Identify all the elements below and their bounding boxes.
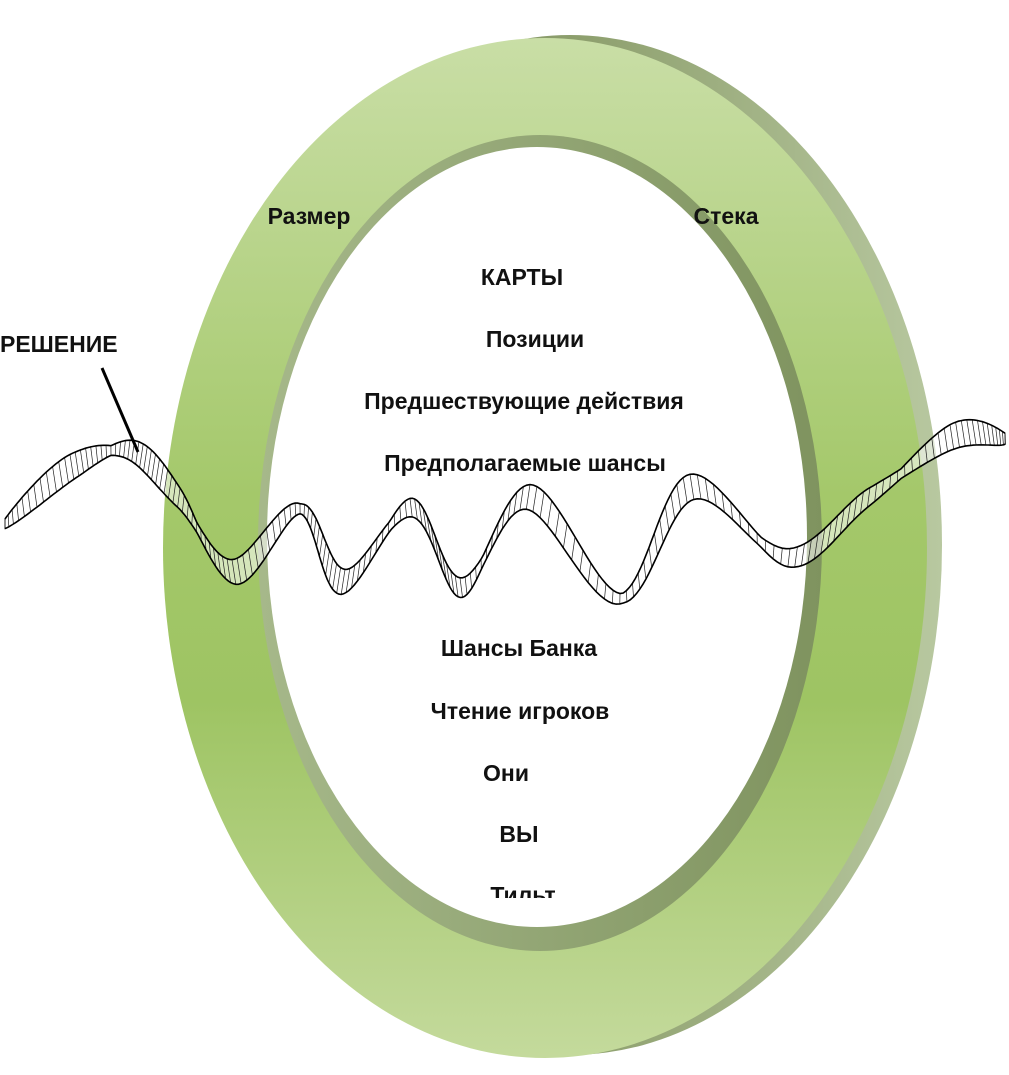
factor-tilt: Тильт bbox=[490, 884, 555, 898]
tilt-clip: Тильт bbox=[0, 0, 1009, 898]
